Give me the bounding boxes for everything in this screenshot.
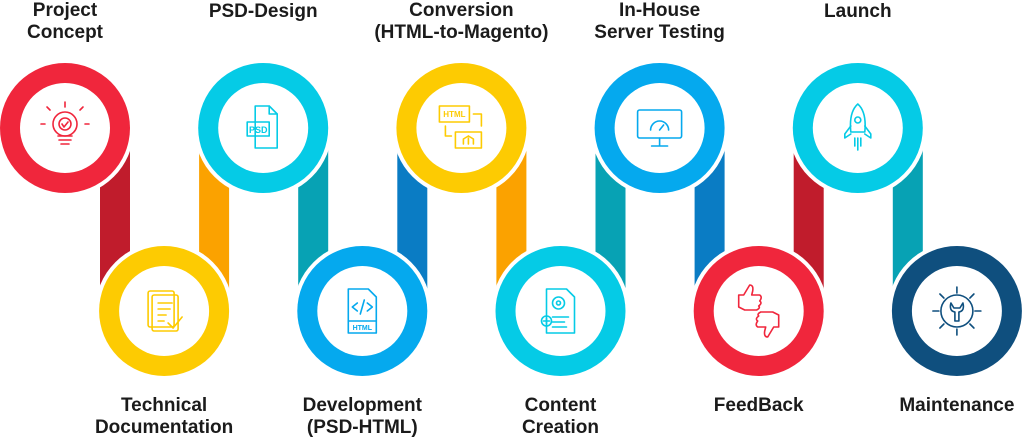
step-label-line: FeedBack [713,395,804,416]
step-label: Development(PSD-HTML) [262,395,462,439]
step-label: FeedBack [659,395,859,417]
step-8-circle [689,242,828,380]
step-2-circle [95,242,234,380]
step-label-line: PSD-Design [208,1,318,22]
step-label: Conversion(HTML-to-Magento) [361,0,561,44]
gear-wrench-icon [932,286,982,336]
step-10-circle [887,242,1024,380]
step-3-circle: PSD [194,59,333,197]
step-label-line: Documentation [94,417,234,438]
document-check-icon [147,290,183,332]
step-label-line: (HTML-to-Magento) [374,22,549,43]
thumbs-up-down-icon [737,284,780,338]
step-label-line: Creation [521,417,600,438]
step-label: Maintenance [857,395,1024,417]
html-magento-icon: HTML [438,105,483,149]
svg-text:HTML: HTML [353,325,373,332]
svg-text:HTML: HTML [443,110,465,119]
content-settings-icon [540,288,576,334]
rocket-icon [843,103,872,151]
step-1-circle [0,59,134,197]
step-label: PSD-Design [163,1,363,23]
step-label-line: Server Testing [594,22,725,43]
step-label-line: Launch [824,1,892,22]
step-label-line: Concept [27,22,103,43]
monitor-gauge-icon [636,109,683,147]
step-label-line: Development [302,395,422,416]
step-label-line: Technical [120,395,208,416]
step-7-circle [590,59,729,197]
html-file-icon: HTML [347,288,378,334]
svg-text:PSD: PSD [249,125,268,135]
step-label: Launch [758,1,958,23]
step-label-line: Project [32,0,98,21]
step-label-line: Maintenance [899,395,1015,416]
lightbulb-check-icon [40,101,90,145]
step-4-circle: HTML [293,242,432,380]
psd-file-icon: PSD [246,105,279,149]
step-9-circle [788,59,927,197]
step-label-line: In-House [618,0,701,21]
step-6-circle [491,242,630,380]
step-label-line: Content [524,395,597,416]
step-5-circle: HTML [392,59,531,197]
step-label-line: Conversion [409,0,514,21]
step-label-line: (PSD-HTML) [306,417,418,438]
